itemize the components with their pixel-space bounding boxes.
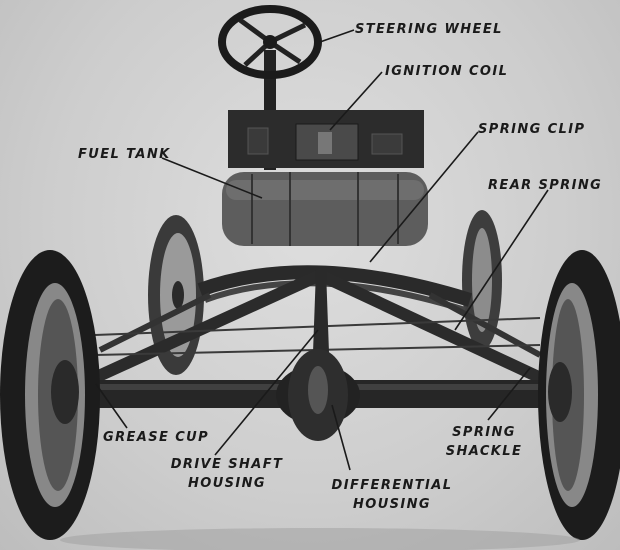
- label-rear-spring: REAR SPRING: [488, 178, 603, 193]
- label-differential-housing-line-1: DIFFERENTIAL: [331, 478, 453, 493]
- label-grease-cup: GREASE CUP: [103, 430, 210, 445]
- label-ignition-coil: IGNITION COIL: [385, 64, 509, 79]
- label-differential-housing: DIFFERENTIAL HOUSING: [326, 476, 458, 514]
- label-drive-shaft-housing: DRIVE SHAFT HOUSING: [168, 455, 286, 493]
- label-steering-wheel: STEERING WHEEL: [355, 22, 503, 37]
- coil-box: [228, 110, 424, 168]
- label-drive-shaft-housing-line-2: HOUSING: [187, 476, 267, 491]
- rear-right-wheel: [538, 250, 620, 540]
- differential-housing: [276, 349, 360, 441]
- fuel-tank: [222, 172, 428, 246]
- label-spring-shackle-line-1: SPRING: [452, 425, 516, 440]
- label-fuel-tank: FUEL TANK: [78, 147, 171, 162]
- label-drive-shaft-housing-line-1: DRIVE SHAFT: [170, 457, 284, 472]
- leader-lines: [95, 29, 549, 471]
- steering-wheel: [218, 5, 322, 79]
- label-spring-shackle: SPRING SHACKLE: [444, 423, 524, 461]
- label-spring-clip: SPRING CLIP: [478, 122, 586, 137]
- rear-left-wheel: [0, 250, 100, 540]
- label-spring-shackle-line-2: SHACKLE: [445, 444, 523, 459]
- label-differential-housing-line-2: HOUSING: [352, 497, 432, 512]
